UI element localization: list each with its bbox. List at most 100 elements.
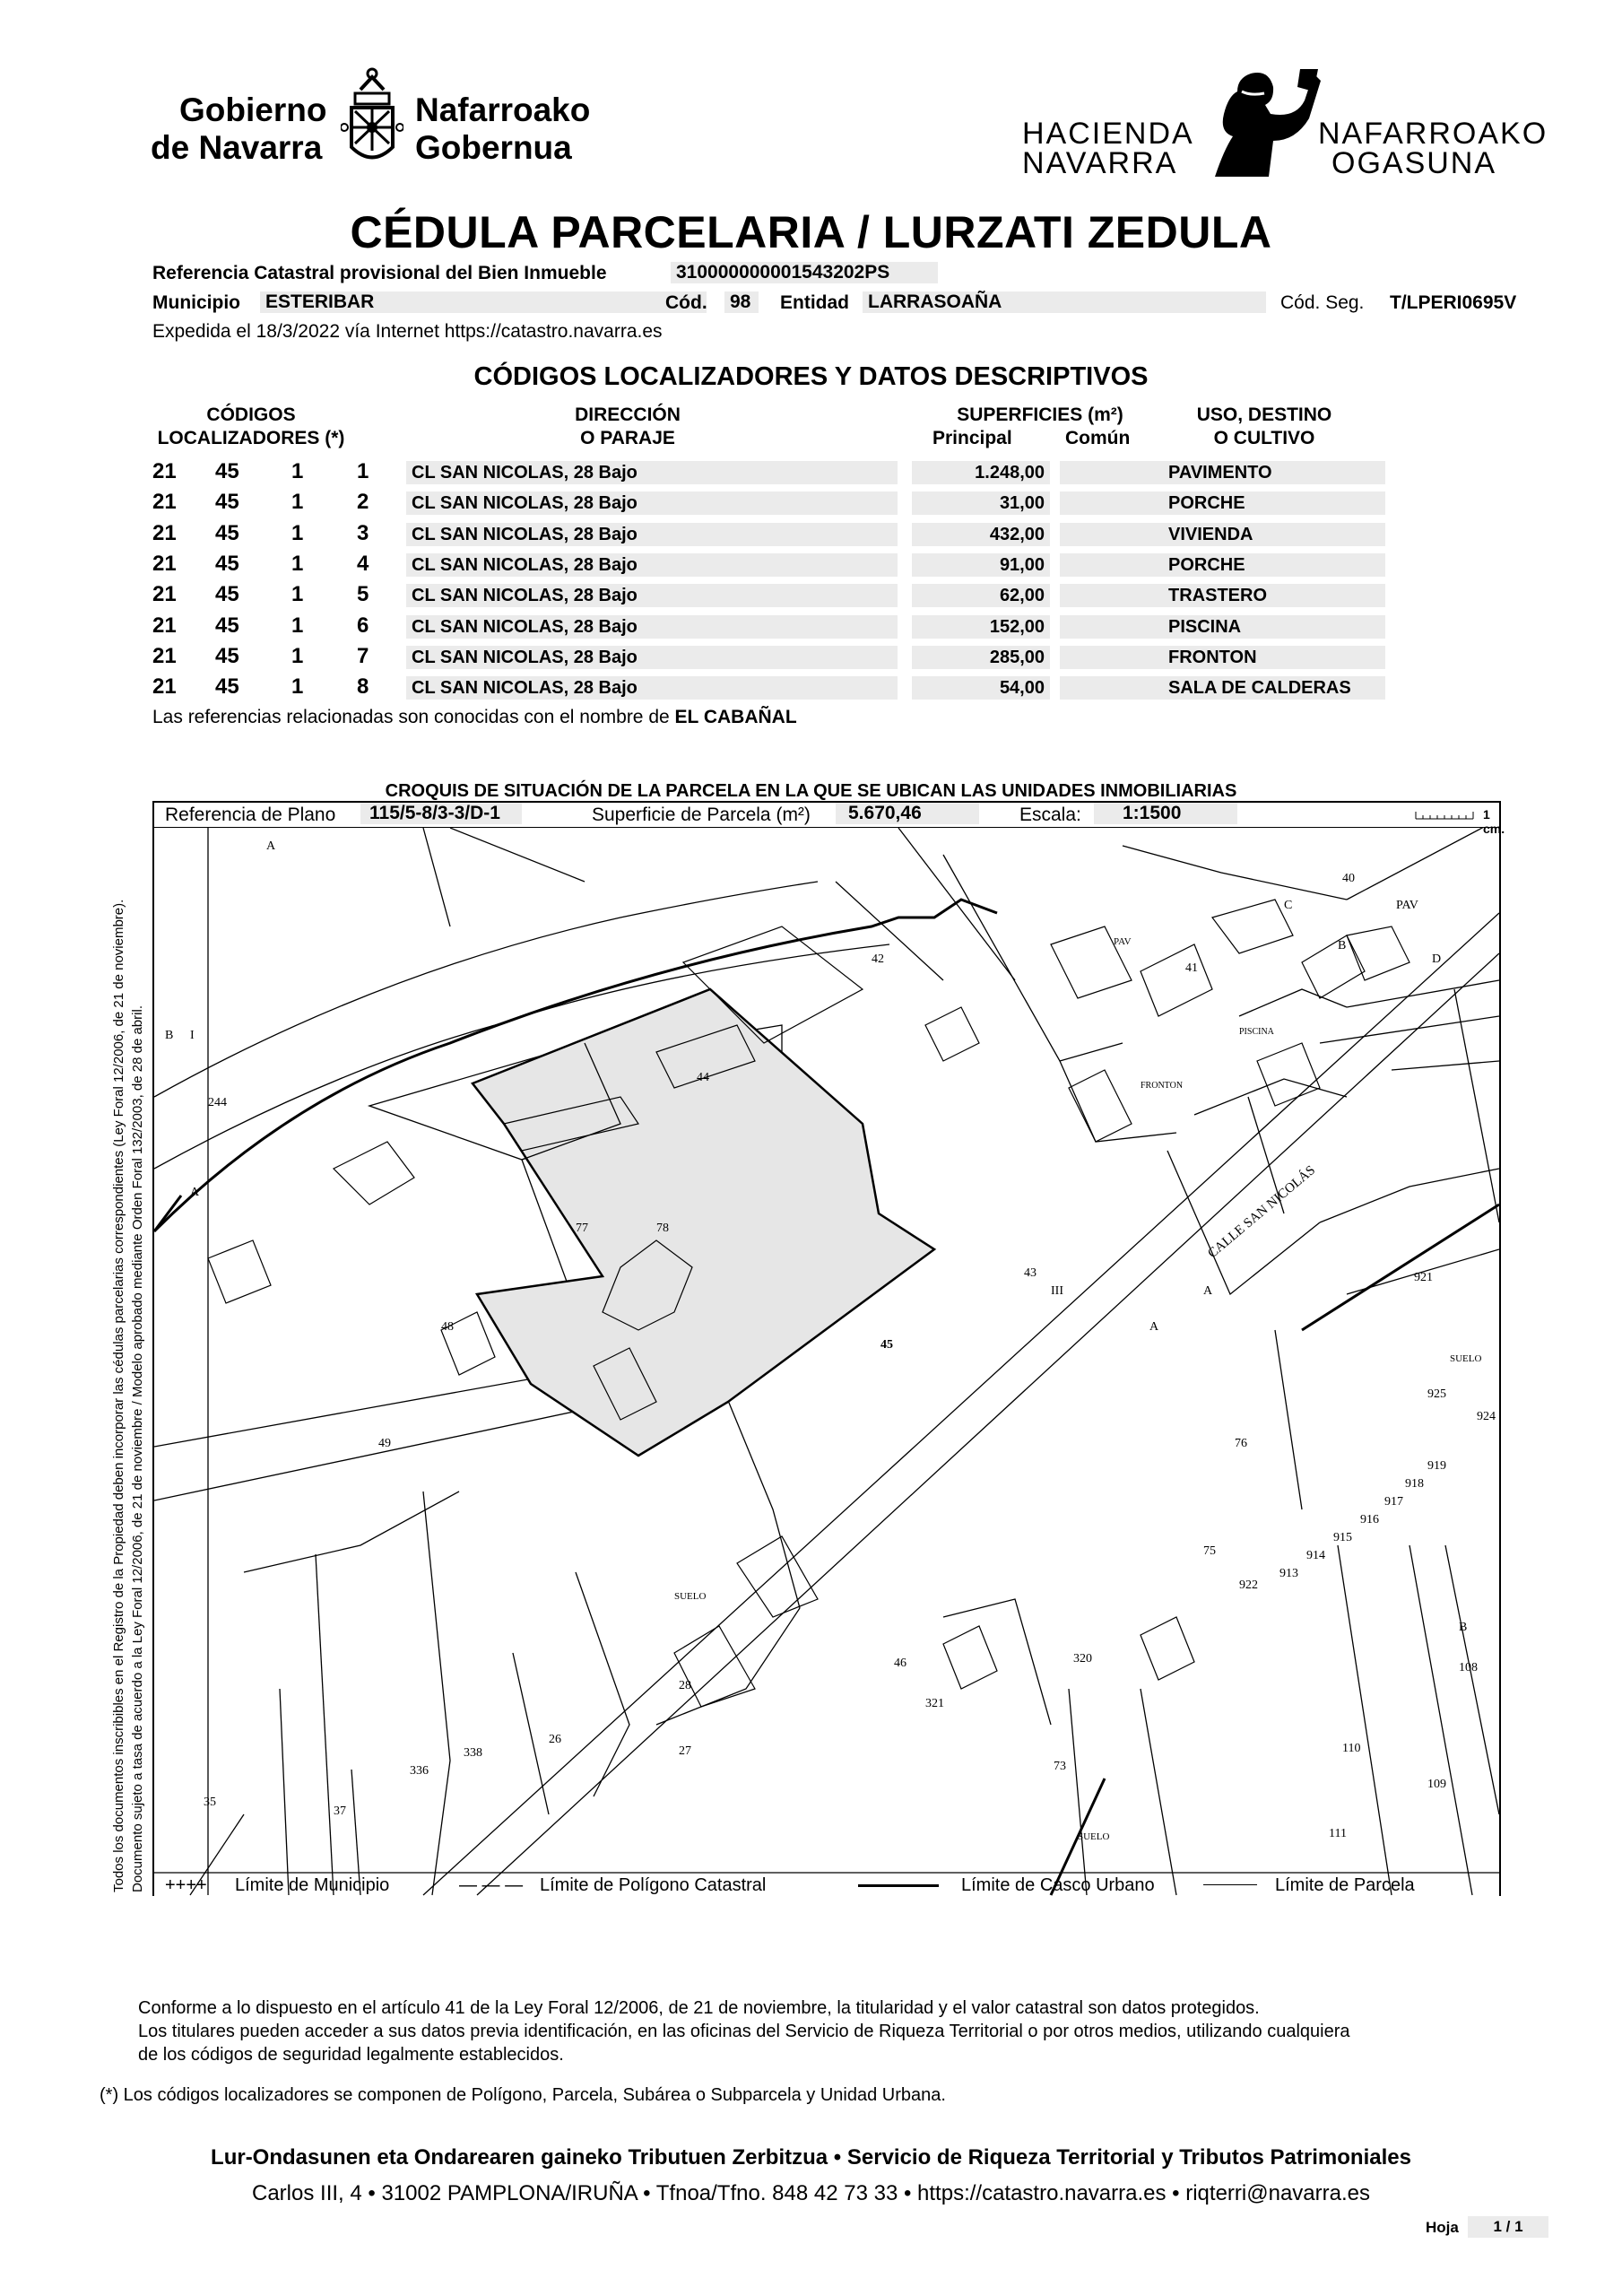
cell-parcela: 45 bbox=[215, 551, 239, 576]
logo-text-de-navarra: de Navarra bbox=[151, 129, 323, 166]
cell-parcela: 45 bbox=[215, 582, 239, 607]
parcel-map: A B I 244 A 40 C B D PAV 42 41 44 PISCIN… bbox=[152, 828, 1501, 1896]
entidad-value: LARRASOAÑA bbox=[863, 291, 1266, 313]
map-drawing: A B I 244 A 40 C B D PAV 42 41 44 PISCIN… bbox=[154, 828, 1499, 1896]
map-label-77: 77 bbox=[576, 1222, 588, 1235]
map-label-49: 49 bbox=[378, 1437, 391, 1450]
map-label-321: 321 bbox=[925, 1697, 944, 1710]
municipio-label: Municipio bbox=[152, 292, 240, 313]
cell-direccion: CL SAN NICOLAS, 28 Bajo bbox=[406, 522, 898, 546]
cell-unidad: 1 bbox=[357, 459, 369, 483]
ref-value: 310000000001543202PS bbox=[671, 262, 938, 283]
map-label-913: 913 bbox=[1279, 1567, 1298, 1580]
street-label: CALLE SAN NICOLÁS bbox=[1205, 1162, 1318, 1261]
legend-casco: Límite de Casco Urbano bbox=[961, 1875, 1155, 1895]
cell-unidad: 3 bbox=[357, 520, 369, 545]
cell-direccion: CL SAN NICOLAS, 28 Bajo bbox=[406, 584, 898, 608]
codseg-label: Cód. Seg. bbox=[1280, 292, 1365, 313]
map-label-28: 28 bbox=[679, 1679, 691, 1692]
table-row: 21 45 1 6 CL SAN NICOLAS, 28 Bajo 152,00… bbox=[152, 613, 1408, 639]
col-uso-header: USO, DESTINO O CULTIVO bbox=[1166, 404, 1363, 450]
col-uso-h1: USO, DESTINO bbox=[1196, 404, 1332, 425]
hacienda-figure-icon bbox=[1215, 69, 1321, 177]
section-title: CÓDIGOS LOCALIZADORES Y DATOS DESCRIPTIV… bbox=[473, 362, 1149, 391]
col-direccion-h1: DIRECCIÓN bbox=[575, 404, 681, 425]
map-label-78: 78 bbox=[656, 1222, 669, 1235]
cell-superficie: 31,00 bbox=[912, 491, 1050, 516]
map-label-iii1: III bbox=[1051, 1284, 1063, 1298]
map-label-109: 109 bbox=[1427, 1778, 1446, 1791]
cod-value: 98 bbox=[724, 291, 759, 313]
cell-poligono: 21 bbox=[152, 459, 177, 483]
side-text-2: Documento sujeto a tasa de acuerdo a la … bbox=[130, 1005, 145, 1892]
cell-subarea: 1 bbox=[291, 490, 304, 515]
legal-p1: Conforme a lo dispuesto en el artículo 4… bbox=[138, 1998, 1260, 2018]
hoja-label: Hoja bbox=[1426, 2219, 1459, 2236]
logo-text-navarra: NAVARRA bbox=[1022, 146, 1178, 180]
map-label-26: 26 bbox=[549, 1733, 561, 1746]
cell-uso: SALA DE CALDERAS bbox=[1163, 676, 1385, 700]
map-legend: ++++ Límite de Municipio — — — Límite de… bbox=[154, 1875, 1499, 1896]
cell-poligono: 21 bbox=[152, 643, 177, 668]
codseg-value: T/LPERI0695V bbox=[1390, 292, 1517, 313]
map-label-27: 27 bbox=[679, 1744, 691, 1758]
map-label-44: 44 bbox=[697, 1071, 709, 1084]
map-label-916: 916 bbox=[1360, 1513, 1379, 1526]
map-label-320: 320 bbox=[1073, 1652, 1092, 1665]
logo-text-hacienda: HACIENDA bbox=[1022, 117, 1194, 151]
map-label-d: D bbox=[1432, 952, 1441, 966]
map-label-48: 48 bbox=[441, 1320, 454, 1334]
cell-uso: FRONTON bbox=[1163, 645, 1385, 669]
cell-uso: PORCHE bbox=[1163, 491, 1385, 516]
cell-poligono: 21 bbox=[152, 490, 177, 515]
col-uso-h2: O CULTIVO bbox=[1213, 428, 1315, 448]
cell-comun bbox=[1060, 522, 1168, 546]
cell-subarea: 1 bbox=[291, 582, 304, 607]
sup-parcela-label: Superficie de Parcela (m²) bbox=[592, 804, 811, 825]
cell-subarea: 1 bbox=[291, 674, 304, 700]
map-label-915: 915 bbox=[1333, 1531, 1352, 1544]
cell-unidad: 7 bbox=[357, 643, 369, 668]
cell-subarea: 1 bbox=[291, 520, 304, 545]
col-comun-header: Común bbox=[1065, 428, 1131, 448]
map-label-piscina: PISCINA bbox=[1239, 1027, 1275, 1037]
legend-parcela-symbol bbox=[1203, 1884, 1257, 1885]
cell-direccion: CL SAN NICOLAS, 28 Bajo bbox=[406, 614, 898, 639]
croquis-title: CROQUIS DE SITUACIÓN DE LA PARCELA EN LA… bbox=[385, 781, 1237, 801]
cell-uso: PORCHE bbox=[1163, 552, 1385, 577]
map-label-73: 73 bbox=[1054, 1760, 1066, 1773]
map-label-45: 45 bbox=[880, 1338, 893, 1352]
legend-municipio: Límite de Municipio bbox=[235, 1875, 390, 1895]
map-label-925: 925 bbox=[1427, 1387, 1446, 1401]
cell-parcela: 45 bbox=[215, 674, 239, 700]
cell-poligono: 21 bbox=[152, 613, 177, 638]
map-label-b3: B bbox=[1459, 1621, 1467, 1634]
table-row: 21 45 1 1 CL SAN NICOLAS, 28 Bajo 1.248,… bbox=[152, 459, 1408, 484]
ref-plano-label: Referencia de Plano bbox=[165, 804, 336, 825]
map-label-37: 37 bbox=[334, 1805, 346, 1818]
ref-label: Referencia Catastral provisional del Bie… bbox=[152, 263, 607, 283]
ref-plano-value: 115/5-8/3-3/D-1 bbox=[360, 803, 522, 824]
escala-value: 1:1500 bbox=[1094, 803, 1237, 824]
map-label-c: C bbox=[1284, 899, 1292, 912]
map-label-921: 921 bbox=[1414, 1271, 1433, 1284]
legal-text: Conforme a lo dispuesto en el artículo 4… bbox=[138, 1996, 1537, 2066]
footnote: (*) Los códigos localizadores se compone… bbox=[100, 2085, 946, 2105]
col-direccion-header: DIRECCIÓN O PARAJE bbox=[493, 404, 762, 450]
map-label-336: 336 bbox=[410, 1764, 429, 1778]
map-label-suelo2: SUELO bbox=[1078, 1831, 1110, 1842]
col-codigos-h1: CÓDIGOS bbox=[206, 404, 296, 425]
map-label-a4: A bbox=[1149, 1320, 1159, 1334]
logo-text-gobernua: Gobernua bbox=[415, 129, 572, 166]
legal-p3: de los códigos de seguridad legalmente e… bbox=[138, 2045, 564, 2065]
cell-comun bbox=[1060, 614, 1168, 639]
cell-uso: VIVIENDA bbox=[1163, 522, 1385, 546]
escala-label: Escala: bbox=[1019, 804, 1081, 825]
cell-direccion: CL SAN NICOLAS, 28 Bajo bbox=[406, 491, 898, 516]
map-label-suelo1: SUELO bbox=[674, 1591, 707, 1602]
hacienda-navarra-logo: HACIENDA NAVARRA NAFARROAKO OGASUNA bbox=[1022, 65, 1546, 190]
map-label-b2: B bbox=[1338, 939, 1346, 952]
cell-superficie: 285,00 bbox=[912, 645, 1050, 669]
col-codigos-h2: LOCALIZADORES (*) bbox=[157, 428, 345, 448]
table-row: 21 45 1 4 CL SAN NICOLAS, 28 Bajo 91,00 … bbox=[152, 552, 1408, 577]
